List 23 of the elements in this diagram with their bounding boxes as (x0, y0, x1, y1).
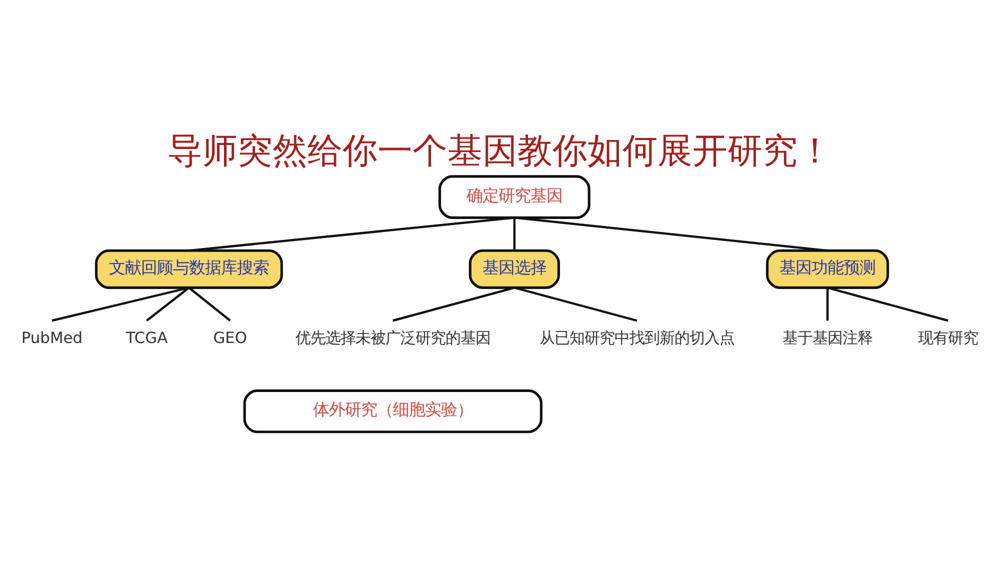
node-box: 基因选择 (468, 249, 560, 289)
connector (514, 216, 828, 252)
node-text: PubMed (21, 328, 83, 347)
node-text: 基于基因注释 (782, 328, 873, 347)
connector (514, 286, 638, 322)
connector (513, 218, 516, 251)
node-box: 确定研究基因 (438, 175, 590, 219)
node-text: 优先选择未被广泛研究的基因 (295, 328, 490, 347)
node-box: 基因功能预测 (766, 249, 890, 289)
node-text: GEO (213, 328, 248, 347)
connector (827, 286, 948, 322)
connector (392, 286, 515, 322)
connector (52, 286, 190, 322)
connector (146, 286, 190, 322)
node-text: 现有研究 (918, 328, 978, 347)
node-text: 从已知研究中找到新的切入点 (539, 328, 734, 347)
node-box: 文献回顾与数据库搜索 (95, 249, 283, 289)
node-box: 体外研究（细胞实验） (243, 389, 542, 434)
connector (188, 216, 515, 252)
diagram-title: 导师突然给你一个基因教你如何展开研究！ (168, 131, 832, 172)
connector (826, 288, 829, 321)
node-text: TCGA (126, 328, 168, 347)
connector (188, 286, 231, 322)
